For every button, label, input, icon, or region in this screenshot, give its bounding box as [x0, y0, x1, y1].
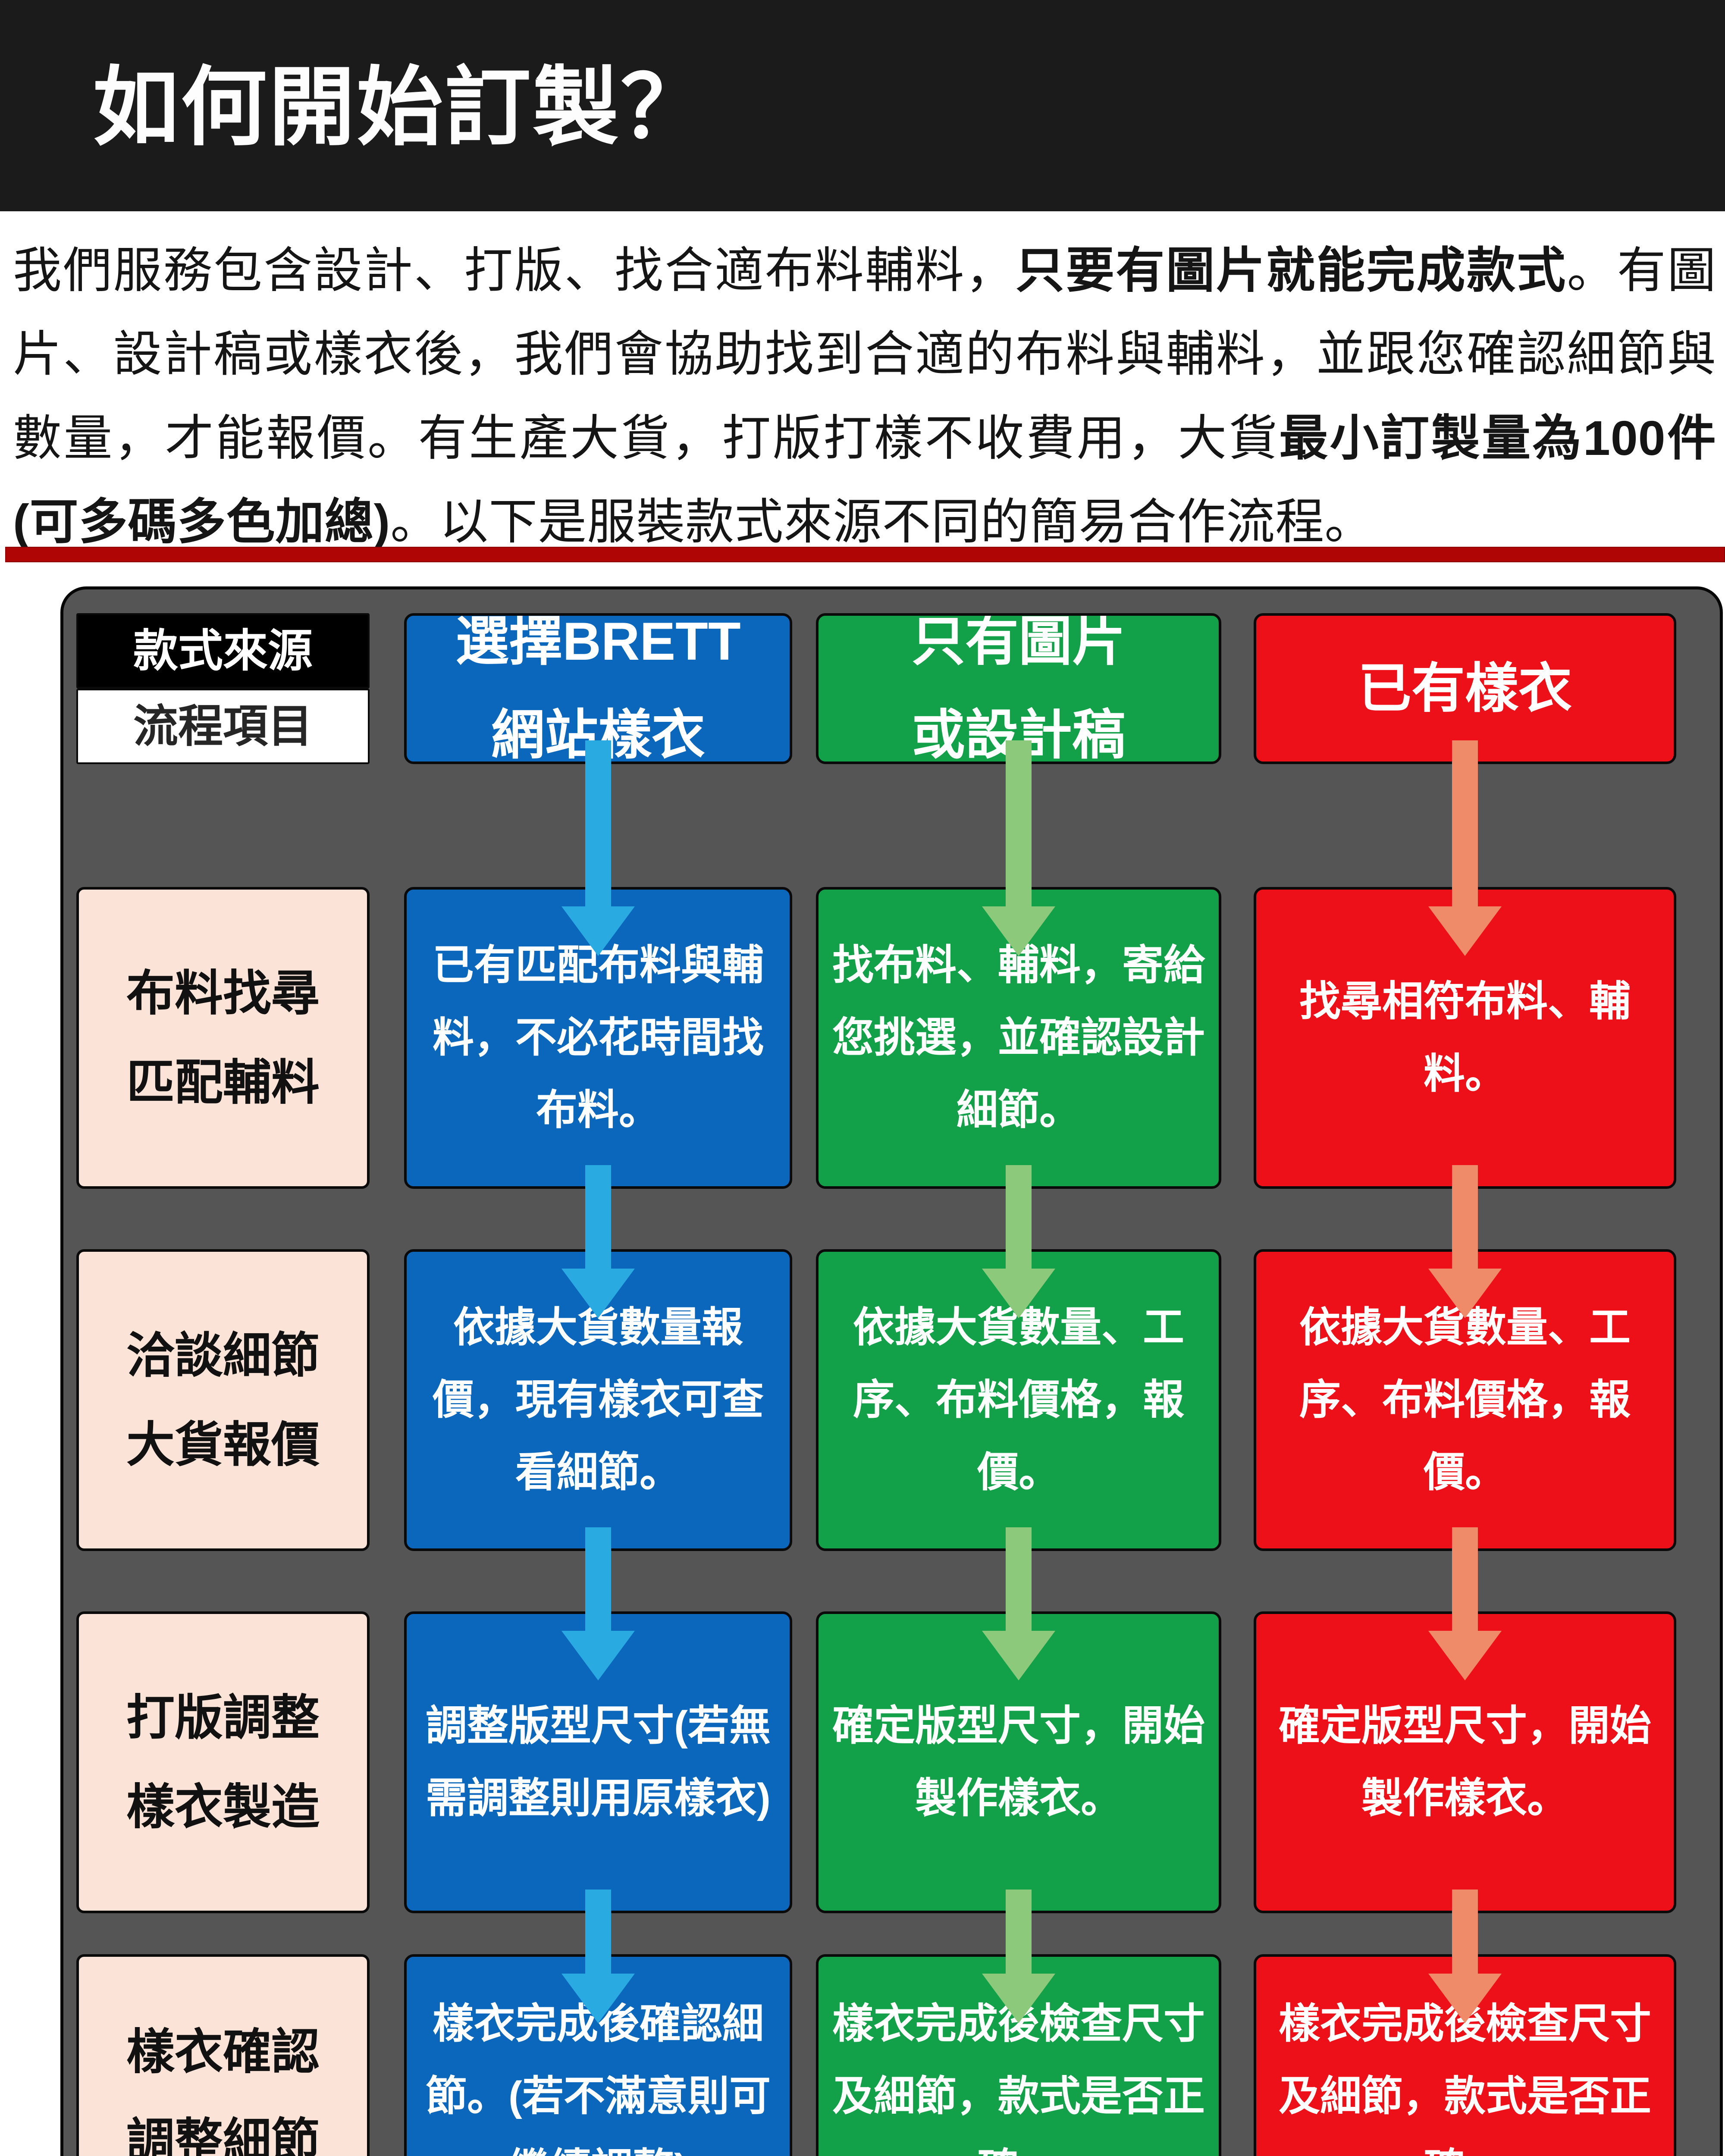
cell-r3-c1-text: 調整版型尺寸(若無需調整則用原樣衣) — [426, 1703, 771, 1821]
arrow-col3-step1-shaft — [1452, 740, 1478, 906]
arrow-col3-step3-shaft — [1452, 1527, 1478, 1631]
cell-r2-c3: 依據大貨數量、工序、布料價格，報價。 — [1254, 1249, 1676, 1551]
arrow-col2-step2-shaft — [1006, 1165, 1032, 1269]
arrow-col1-step3-shaft — [585, 1527, 611, 1631]
arrow-col2-step1-shaft — [1006, 740, 1032, 906]
arrow-col3-step4-head — [1428, 1974, 1502, 2023]
row-label-1: 布料找尋匹配輔料 — [76, 887, 370, 1189]
header-column-2-text: 只有圖片或設計稿 — [911, 613, 1126, 761]
row-label-2-line2: 大貨報價 — [126, 1418, 320, 1472]
cell-r1-c2-text: 找布料、輔料，寄給您挑選，並確認設計細節。 — [832, 942, 1205, 1133]
intro-paragraph: 我們服務包含設計、打版、找合適布料輔料，只要有圖片就能完成款式。有圖片、設計稿或… — [13, 229, 1716, 564]
row-label-4-text: 樣衣確認調整細節 — [126, 2007, 320, 2156]
arrow-col1-step2-shaft — [585, 1165, 611, 1269]
row-label-2-line1: 洽談細節 — [126, 1328, 320, 1382]
cell-r1-c3-text: 找尋相符布料、輔料。 — [1299, 978, 1631, 1097]
row-label-3-text: 打版調整樣衣製造 — [126, 1673, 320, 1852]
row-label-4: 樣衣確認調整細節 — [76, 1954, 370, 2156]
header-step-label-text: 流程項目 — [133, 701, 313, 752]
arrow-col3-step1-head — [1428, 906, 1502, 956]
intro-text-bold1: 只要有圖片就能完成款式 — [1015, 243, 1567, 298]
arrow-col3-step3-head — [1428, 1631, 1502, 1680]
row-label-3-line1: 打版調整 — [126, 1690, 320, 1745]
cell-r2-c2-text: 依據大貨數量、工序、布料價格，報價。 — [853, 1304, 1184, 1495]
row-label-4-line2: 調整細節 — [126, 2114, 320, 2156]
page-header: 如何開始訂製？ — [0, 0, 1725, 211]
cell-r4-c1-text: 樣衣完成後確認細節。(若不滿意則可繼續調整) — [426, 2001, 771, 2156]
header-source-label-text: 款式來源 — [133, 626, 313, 676]
cell-r3-c2-text: 確定版型尺寸，開始製作樣衣。 — [832, 1703, 1205, 1821]
intro-text-part3: 。以下是服裝款式來源不同的簡易合作流程。 — [390, 495, 1374, 549]
cell-r1-c3: 找尋相符布料、輔料。 — [1254, 887, 1676, 1189]
header-source-label: 款式來源 — [76, 613, 370, 689]
arrow-col1-step3-head — [561, 1631, 635, 1680]
row-label-2-text: 洽談細節大貨報價 — [126, 1311, 320, 1489]
arrow-col1-step4-shaft — [585, 1890, 611, 1974]
header-step-label: 流程項目 — [76, 689, 370, 764]
arrow-col2-step4-shaft — [1006, 1890, 1032, 1974]
intro-text-part1: 我們服務包含設計、打版、找合適布料輔料， — [13, 243, 1016, 298]
cell-r2-c3-text: 依據大貨數量、工序、布料價格，報價。 — [1299, 1304, 1631, 1495]
arrow-col2-step1-head — [982, 906, 1055, 956]
arrow-col2-step4-head — [982, 1974, 1055, 2023]
arrow-col1-step1-shaft — [585, 740, 611, 906]
arrow-col2-step3-head — [982, 1631, 1055, 1680]
arrow-col3-step4-shaft — [1452, 1890, 1478, 1974]
header-column-3-line1: 已有樣衣 — [1358, 658, 1572, 718]
section-divider — [5, 547, 1725, 562]
cell-r2-c1-text: 依據大貨數量報價，現有樣衣可查看細節。 — [433, 1304, 764, 1495]
intro-text-bold2: 最小訂製量為100件(可多碼多色加總) — [13, 411, 1716, 549]
header-column-3: 已有樣衣 — [1254, 613, 1676, 764]
arrow-col1-step4-head — [561, 1974, 635, 2023]
arrow-col1-step1-head — [561, 906, 635, 956]
arrow-col2-step2-head — [982, 1269, 1055, 1318]
row-label-4-line1: 樣衣確認 — [126, 2024, 320, 2079]
arrow-col1-step2-head — [561, 1269, 635, 1318]
cell-r3-c3-text: 確定版型尺寸，開始製作樣衣。 — [1279, 1703, 1651, 1821]
row-label-1-line2: 匹配輔料 — [126, 1056, 320, 1109]
header-column-3-text: 已有樣衣 — [1358, 642, 1572, 736]
row-label-1-line1: 布料找尋 — [126, 966, 320, 1020]
row-label-1-text: 布料找尋匹配輔料 — [126, 949, 320, 1127]
arrow-col3-step2-head — [1428, 1269, 1502, 1318]
row-label-3-line2: 樣衣製造 — [126, 1780, 320, 1834]
arrow-col3-step2-shaft — [1452, 1165, 1478, 1269]
cell-r1-c1-text: 已有匹配布料與輔料，不必花時間找布料。 — [433, 942, 764, 1133]
page-title: 如何開始訂製？ — [93, 60, 709, 156]
intro-text-part2: 。有圖片、設計稿或樣衣後，我們會協助找到合適的布料與輔料，並跟您確認細節與數量，… — [13, 243, 1717, 465]
header-column-2-line1: 只有圖片 — [911, 613, 1126, 671]
header-column-2: 只有圖片或設計稿 — [816, 613, 1221, 764]
header-column-1-line1: 選擇BRETT — [455, 613, 741, 671]
arrow-col2-step3-shaft — [1006, 1527, 1032, 1631]
row-label-3: 打版調整樣衣製造 — [76, 1611, 370, 1913]
row-label-2: 洽談細節大貨報價 — [76, 1249, 370, 1551]
